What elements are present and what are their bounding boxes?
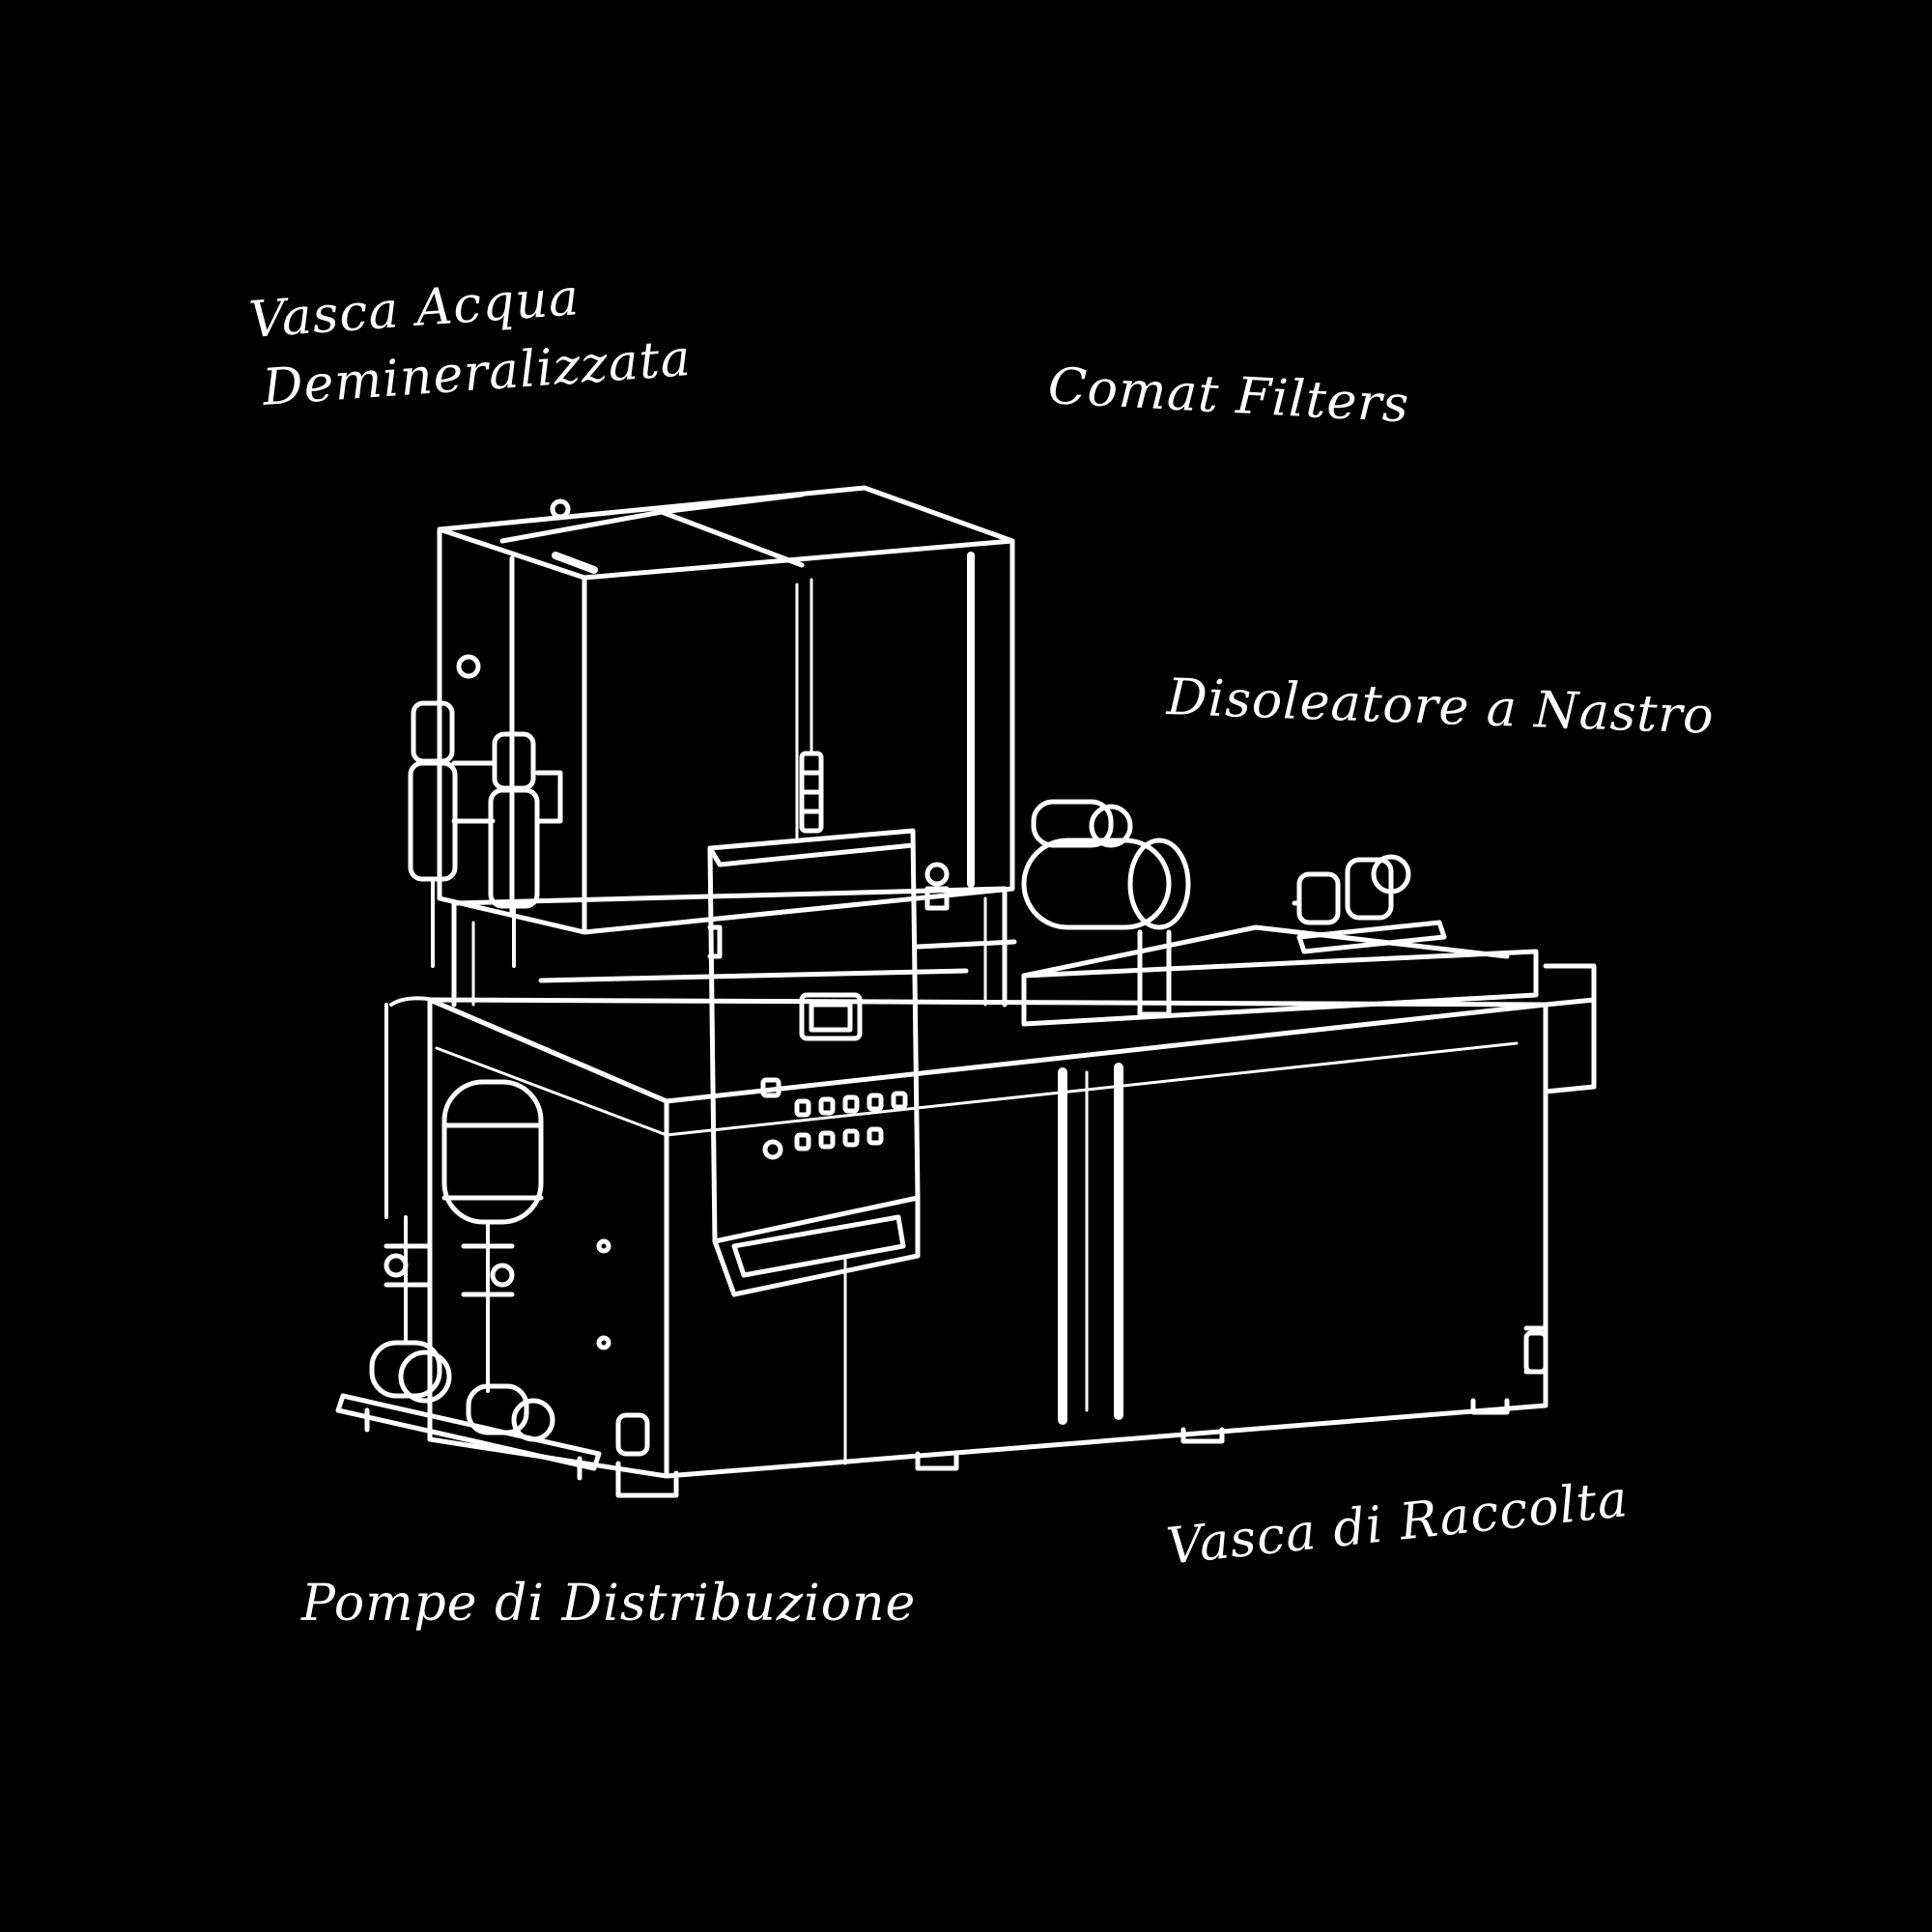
signal-tower bbox=[802, 580, 821, 831]
label-distribution-pumps: Pompe di Distribuzione bbox=[301, 1575, 917, 1633]
valves bbox=[927, 865, 1546, 1372]
cartridge-filters bbox=[411, 703, 560, 966]
control-panel bbox=[710, 580, 918, 1294]
collection-tank bbox=[430, 966, 1594, 1495]
support-frame bbox=[454, 889, 1014, 1005]
panel-buttons bbox=[765, 1094, 905, 1157]
belt-oil-skimmer bbox=[1024, 802, 1536, 1024]
distribution-pumps bbox=[338, 998, 647, 1478]
